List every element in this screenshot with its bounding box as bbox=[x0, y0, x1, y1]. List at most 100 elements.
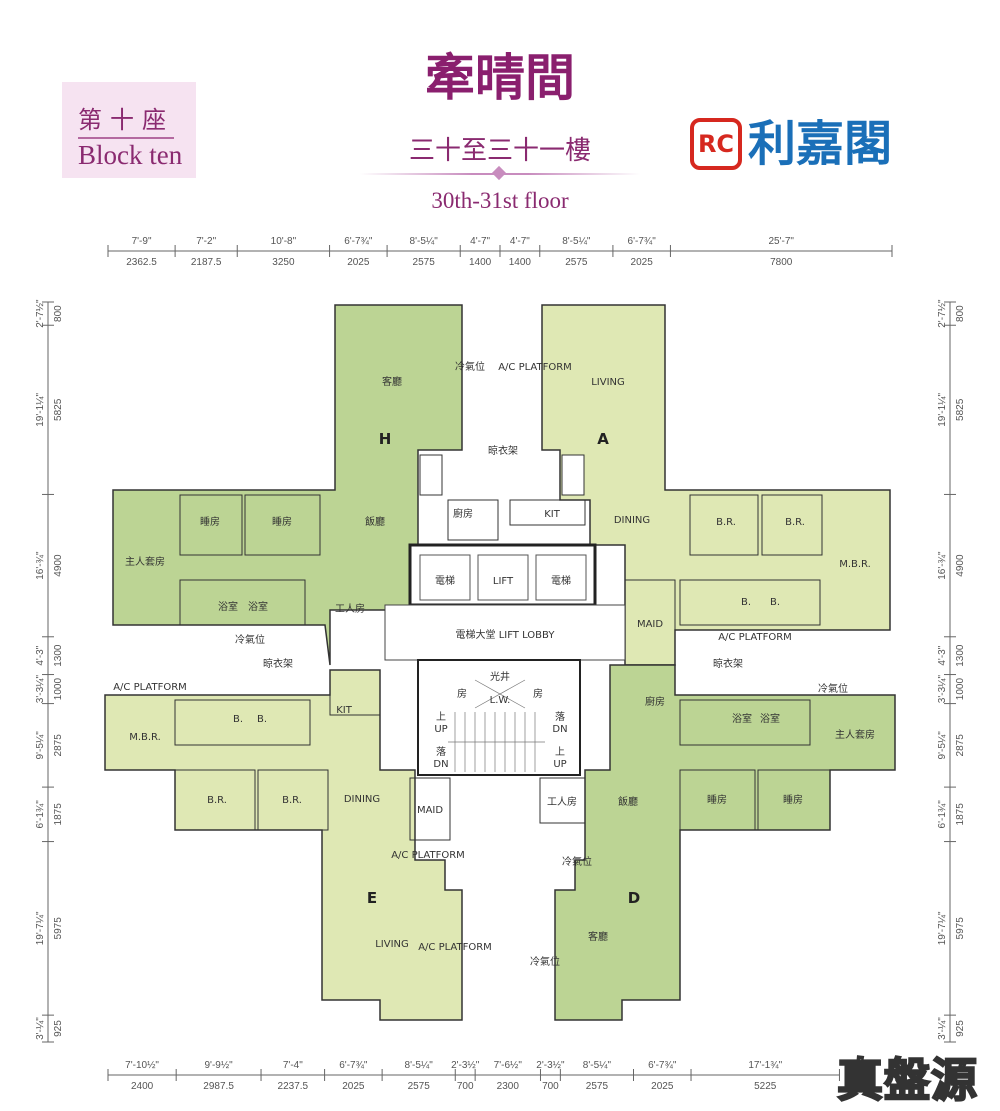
room-label: B.R. bbox=[282, 795, 302, 806]
room-label: 浴室 bbox=[732, 712, 752, 725]
dimension-imperial: 6'-7¾" bbox=[339, 1060, 368, 1071]
agency-watermark-logo: RC 利嘉閣 bbox=[690, 118, 892, 170]
dimension-mm: 925 bbox=[955, 1020, 966, 1037]
room-label: A/C PLATFORM bbox=[498, 362, 572, 373]
dimension-mm: 7800 bbox=[770, 257, 793, 268]
dimension-mm: 1300 bbox=[955, 644, 966, 667]
dimension-mm: 2875 bbox=[53, 734, 64, 757]
dimension-imperial: 2'-3½" bbox=[536, 1060, 565, 1071]
room-label: 工人房 bbox=[335, 602, 365, 615]
dimension-imperial: 6'-7¾" bbox=[344, 236, 373, 247]
page-title: 牽晴間 bbox=[425, 48, 575, 107]
dimension-mm: 2025 bbox=[342, 1081, 365, 1092]
dimension-imperial: 3'-3¼" bbox=[936, 674, 948, 703]
stair-down: DN bbox=[433, 759, 448, 770]
dimension-mm: 2875 bbox=[955, 734, 966, 757]
lift-lobby bbox=[384, 604, 626, 661]
room-label: 晾衣架 bbox=[488, 444, 518, 457]
room-label: 主人套房 bbox=[125, 555, 165, 568]
dimension-imperial: 6'-1¾" bbox=[937, 800, 948, 829]
dimension-mm: 5825 bbox=[53, 398, 64, 421]
stair-up-zh: 上 bbox=[436, 711, 446, 723]
room-label: A/C PLATFORM bbox=[718, 632, 792, 643]
room-label: 廚房 bbox=[453, 507, 473, 520]
dimension-mm: 2987.5 bbox=[203, 1081, 234, 1092]
dimension-imperial: 19'-1¼" bbox=[34, 392, 46, 426]
block-label-zh: 第十座 bbox=[78, 100, 174, 139]
room-label: B. bbox=[770, 597, 780, 608]
dimension-imperial: 7'-10½" bbox=[125, 1060, 159, 1071]
room-label: 冷氣位 bbox=[530, 955, 560, 968]
dimension-mm: 2025 bbox=[347, 257, 370, 268]
dimension-mm: 1000 bbox=[955, 678, 966, 701]
room-label: 睡房 bbox=[200, 515, 220, 528]
room-label: LIVING bbox=[375, 939, 409, 950]
dimension-mm: 2187.5 bbox=[191, 257, 222, 268]
unit-h-label: H bbox=[379, 430, 392, 448]
room-label: 浴室 bbox=[218, 600, 238, 613]
room-label: 廚房 bbox=[645, 695, 665, 708]
room-label: 冷氣位 bbox=[455, 360, 485, 373]
dimension-mm: 2575 bbox=[586, 1081, 609, 1092]
block-label-en: Block ten bbox=[78, 140, 183, 170]
room-label: 飯廳 bbox=[365, 515, 385, 528]
room-label: 晾衣架 bbox=[263, 657, 293, 670]
room-label: LIVING bbox=[591, 377, 625, 388]
lift-label: 電梯 bbox=[435, 574, 455, 587]
dimension-imperial: 16'-¾" bbox=[937, 551, 948, 580]
dimension-imperial: 7'-4" bbox=[283, 1060, 303, 1071]
dimension-mm: 1300 bbox=[53, 644, 64, 667]
dimension-mm: 2300 bbox=[497, 1081, 520, 1092]
dimension-imperial: 6'-7¾" bbox=[648, 1060, 677, 1071]
room-label: M.B.R. bbox=[129, 732, 161, 743]
room-label: A/C PLATFORM bbox=[418, 942, 492, 953]
dimension-imperial: 9'-5¼" bbox=[34, 731, 46, 760]
rc-logo-mark: RC bbox=[690, 118, 742, 170]
dimension-mm: 2025 bbox=[651, 1081, 674, 1092]
dimension-imperial: 25'-7" bbox=[768, 236, 794, 247]
room-label: 主人套房 bbox=[835, 728, 875, 741]
lobby-label: 電梯大堂 LIFT LOBBY bbox=[456, 628, 556, 641]
dimension-mm: 5825 bbox=[955, 398, 966, 421]
dimension-mm: 2025 bbox=[631, 257, 654, 268]
logo-name: 利嘉閣 bbox=[748, 116, 893, 172]
unit-e-area bbox=[104, 669, 463, 1021]
dimension-mm: 925 bbox=[53, 1020, 64, 1037]
room-label: B.R. bbox=[716, 517, 736, 528]
stair-down-zh: 落 bbox=[436, 746, 446, 758]
dimension-imperial: 4'-3" bbox=[35, 645, 46, 665]
dimension-imperial: 4'-7" bbox=[510, 236, 530, 247]
dimension-imperial: 2'-3½" bbox=[451, 1060, 480, 1071]
dimension-imperial: 7'-6½" bbox=[494, 1060, 523, 1071]
unit-h-area bbox=[112, 304, 463, 666]
room-label: 客廳 bbox=[588, 930, 608, 943]
stair-down-zh: 落 bbox=[555, 711, 565, 723]
dimension-mm: 4900 bbox=[955, 554, 966, 577]
room-label: 晾衣架 bbox=[713, 657, 743, 670]
room-label: 客廳 bbox=[382, 375, 402, 388]
room-label: 房 bbox=[533, 687, 543, 700]
source-stamp: 真盤源 bbox=[836, 1053, 978, 1107]
room-label: 睡房 bbox=[783, 793, 803, 806]
dimension-mm: 1400 bbox=[469, 257, 492, 268]
room-label: A/C PLATFORM bbox=[391, 850, 465, 861]
room-label: A/C PLATFORM bbox=[113, 682, 187, 693]
dimension-mm: 1875 bbox=[955, 803, 966, 826]
room-label: DINING bbox=[614, 515, 650, 526]
dimension-imperial: 6'-7¾" bbox=[628, 236, 657, 247]
dimension-mm: 1400 bbox=[509, 257, 532, 268]
room-label: 飯廳 bbox=[618, 795, 638, 808]
dimension-imperial: 3'-3¼" bbox=[34, 674, 46, 703]
room-label: KIT bbox=[544, 509, 561, 520]
unit-d-area bbox=[554, 664, 896, 1021]
room-label: 浴室 bbox=[248, 600, 268, 613]
dimension-imperial: 7'-9" bbox=[132, 236, 152, 247]
block-label: 第十座 Block ten bbox=[62, 82, 196, 178]
dimension-mm: 800 bbox=[53, 305, 64, 322]
dimension-imperial: 10'-8" bbox=[271, 236, 297, 247]
dimension-imperial: 6'-1¾" bbox=[35, 800, 46, 829]
dimension-imperial: 19'-1¼" bbox=[936, 392, 948, 426]
room-label: 冷氣位 bbox=[235, 633, 265, 646]
room-label: 浴室 bbox=[760, 712, 780, 725]
